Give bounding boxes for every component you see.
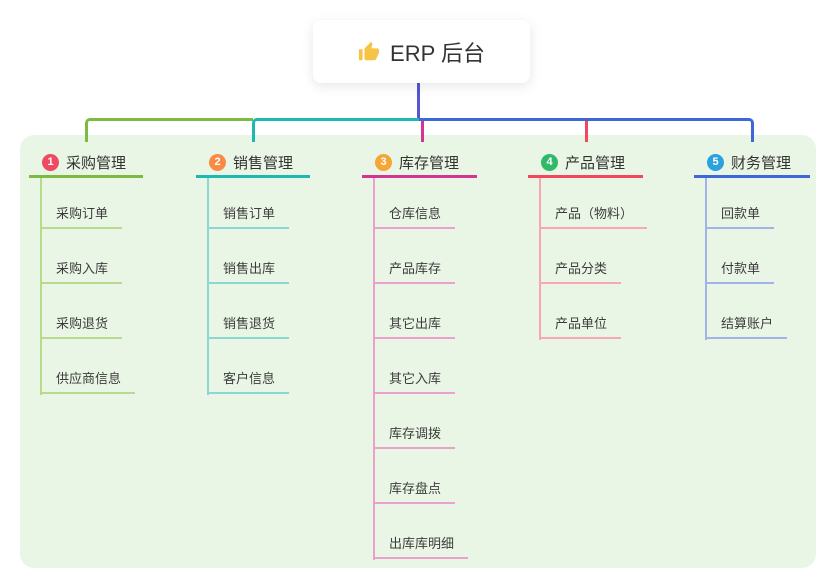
branch-number-badge: 4 — [541, 153, 558, 171]
branch-number-badge: 1 — [42, 153, 59, 171]
root-node-label: ERP 后台 — [390, 40, 485, 66]
branch-node-2[interactable]: 2 销售管理 — [196, 149, 310, 178]
child-node[interactable]: 回款单 — [705, 201, 775, 229]
child-node[interactable]: 付款单 — [705, 256, 775, 284]
branch-node-5[interactable]: 5 财务管理 — [694, 149, 810, 178]
branch1-child-connector — [40, 178, 42, 395]
branch3-child-connector — [373, 178, 375, 560]
branch-label-text: 财务管理 — [731, 154, 792, 172]
branch-label-text: 销售管理 — [233, 154, 294, 172]
branch-node-3[interactable]: 3 库存管理 — [362, 149, 477, 178]
root-node-erp[interactable]: ERP 后台 — [313, 20, 530, 83]
mindmap-panel — [20, 135, 816, 568]
branch2-child-connector — [207, 178, 209, 395]
child-node[interactable]: 采购退货 — [40, 311, 123, 339]
child-node[interactable]: 销售出库 — [207, 256, 290, 284]
child-node[interactable]: 库存调拨 — [373, 421, 456, 449]
branch-number-badge: 3 — [375, 153, 392, 171]
connector-branch3 — [421, 121, 424, 142]
child-node[interactable]: 产品（物料） — [539, 201, 648, 229]
connector-branch4 — [585, 121, 588, 142]
child-node[interactable]: 产品单位 — [539, 311, 622, 339]
branch-node-4[interactable]: 4 产品管理 — [528, 149, 643, 178]
child-node[interactable]: 采购订单 — [40, 201, 123, 229]
child-node[interactable]: 产品分类 — [539, 256, 622, 284]
branch4-child-connector — [539, 178, 541, 340]
branch-label-text: 产品管理 — [565, 154, 626, 172]
root-stem-connector — [417, 82, 420, 121]
connector-branch5 — [419, 118, 754, 142]
branch-number-badge: 5 — [707, 153, 724, 171]
child-node[interactable]: 销售退货 — [207, 311, 290, 339]
child-node[interactable]: 产品库存 — [373, 256, 456, 284]
child-node[interactable]: 其它出库 — [373, 311, 456, 339]
child-node[interactable]: 库存盘点 — [373, 476, 456, 504]
branch-label-text: 采购管理 — [66, 154, 127, 172]
branch-number-badge: 2 — [209, 153, 226, 171]
child-node[interactable]: 客户信息 — [207, 366, 290, 394]
child-node[interactable]: 结算账户 — [705, 311, 788, 339]
child-node[interactable]: 销售订单 — [207, 201, 290, 229]
connector-branch1 — [85, 118, 253, 142]
child-node[interactable]: 仓库信息 — [373, 201, 456, 229]
child-node[interactable]: 出库库明细 — [373, 531, 469, 559]
child-node[interactable]: 采购入库 — [40, 256, 123, 284]
branch-node-1[interactable]: 1 采购管理 — [29, 149, 143, 178]
thumbs-up-icon — [358, 41, 380, 60]
branch-label-text: 库存管理 — [399, 154, 460, 172]
child-node[interactable]: 其它入库 — [373, 366, 456, 394]
child-node[interactable]: 供应商信息 — [40, 366, 136, 394]
branch5-child-connector — [705, 178, 707, 340]
connector-branch2 — [252, 118, 419, 142]
